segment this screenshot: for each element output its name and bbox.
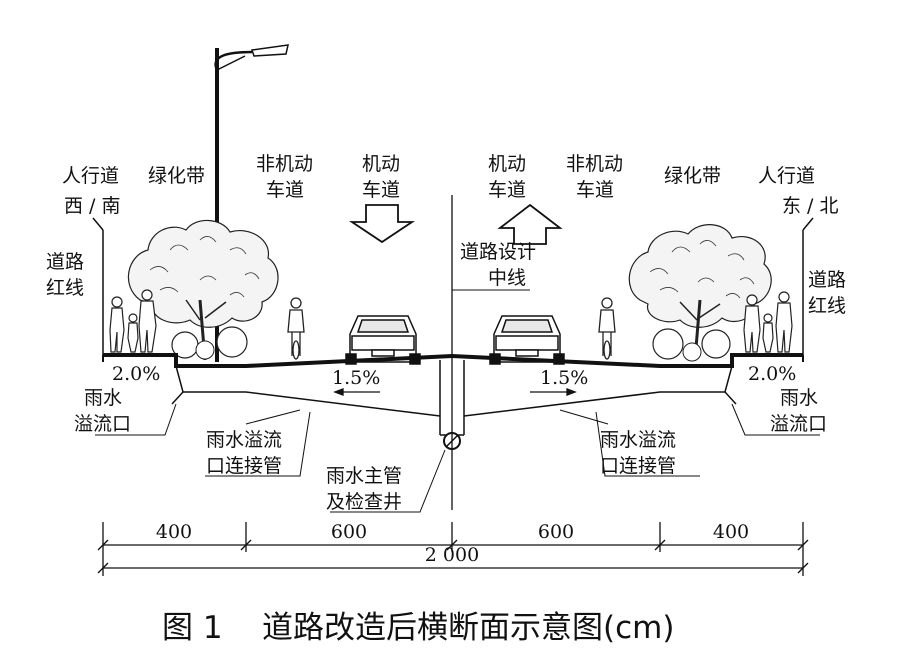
centerline-labels: 道路设计 中线: [460, 241, 536, 289]
label-sidewalk-left: 人行道: [62, 165, 119, 187]
label-overflow-left-2: 溢流口: [74, 413, 131, 435]
slope-carriageway-left: 1.5%: [332, 367, 380, 389]
label-pipe-left-1: 雨水溢流: [206, 429, 282, 451]
design-centerline: [451, 195, 530, 510]
label-red-line-right-1: 道路: [808, 269, 846, 291]
label-nonmotor-left-2: 车道: [266, 179, 304, 201]
label-motor-right-2: 车道: [488, 179, 526, 201]
label-main-pipe-1: 雨水主管: [326, 465, 402, 487]
figure-caption: 图 1 道路改造后横断面示意图(cm): [162, 610, 674, 646]
arrow-up: [497, 203, 563, 245]
label-centerline-1: 道路设计: [460, 241, 536, 263]
slope-arrows: [333, 388, 577, 396]
label-overflow-right-2: 溢流口: [770, 413, 827, 435]
label-direction-left: 西 / 南: [64, 195, 120, 217]
cyclist-right: [598, 297, 616, 360]
label-direction-right: 东 / 北: [782, 195, 838, 217]
drainage-pipes: [171, 360, 737, 436]
label-overflow-left-1: 雨水: [84, 387, 122, 409]
cyclist-left: [287, 297, 305, 360]
red-line-labels: 道路 红线 道路 红线: [46, 251, 846, 317]
label-main-pipe-2: 及检查井: [326, 491, 402, 513]
dimension-lines: [97, 522, 809, 576]
label-green-belt-left: 绿化带: [148, 165, 205, 187]
label-motor-right-1: 机动: [488, 153, 526, 175]
label-pipe-right-1: 雨水溢流: [600, 429, 676, 451]
leader-lines: [95, 403, 820, 513]
label-pipe-left-2: 口连接管: [206, 455, 282, 477]
slope-sidewalk-left: 2.0%: [112, 363, 160, 385]
slope-labels: 2.0% 1.5% 1.5% 2.0%: [112, 363, 796, 389]
label-nonmotor-left-1: 非机动: [256, 153, 313, 175]
dimension-seg-3: 600: [538, 521, 574, 543]
dimension-seg-2: 600: [331, 521, 367, 543]
pedestrians-left: [109, 289, 157, 353]
car-left: [345, 315, 421, 365]
label-pipe-right-2: 口连接管: [600, 455, 676, 477]
slope-carriageway-right: 1.5%: [540, 367, 588, 389]
label-green-belt-right: 绿化带: [664, 165, 721, 187]
slope-sidewalk-right: 2.0%: [748, 363, 796, 385]
label-centerline-2: 中线: [488, 267, 526, 289]
label-motor-left-2: 车道: [362, 179, 400, 201]
label-nonmotor-right-2: 车道: [576, 179, 614, 201]
caption-title: 道路改造后横断面示意图(cm): [262, 610, 674, 646]
label-nonmotor-right-1: 非机动: [566, 153, 623, 175]
caption-figure-number: 图 1: [162, 610, 223, 646]
label-red-line-left-2: 红线: [46, 277, 84, 299]
dimension-total: 2 000: [425, 544, 479, 566]
right-tree: [628, 224, 772, 362]
dimension-seg-1: 400: [156, 521, 192, 543]
label-red-line-left-1: 道路: [46, 251, 84, 273]
drainage-labels: 雨水 溢流口 雨水 溢流口 雨水溢流 口连接管 雨水溢流 口连接管 雨水主管 及…: [74, 387, 827, 513]
left-tree: [127, 219, 279, 361]
dimension-seg-4: 400: [713, 521, 749, 543]
label-motor-left-1: 机动: [362, 153, 400, 175]
red-line-boundaries: [92, 217, 814, 355]
car-right: [489, 315, 565, 365]
label-overflow-right-1: 雨水: [780, 387, 818, 409]
dimension-labels: 400 600 600 400 2 000: [156, 521, 749, 566]
lane-labels: 人行道 西 / 南 绿化带 非机动 车道 机动 车道 机动 车道 非机动 车道 …: [62, 153, 838, 217]
label-red-line-right-2: 红线: [808, 295, 846, 317]
arrow-down: [349, 204, 415, 244]
label-sidewalk-right: 人行道: [758, 165, 815, 187]
pedestrians-right: [743, 291, 793, 353]
